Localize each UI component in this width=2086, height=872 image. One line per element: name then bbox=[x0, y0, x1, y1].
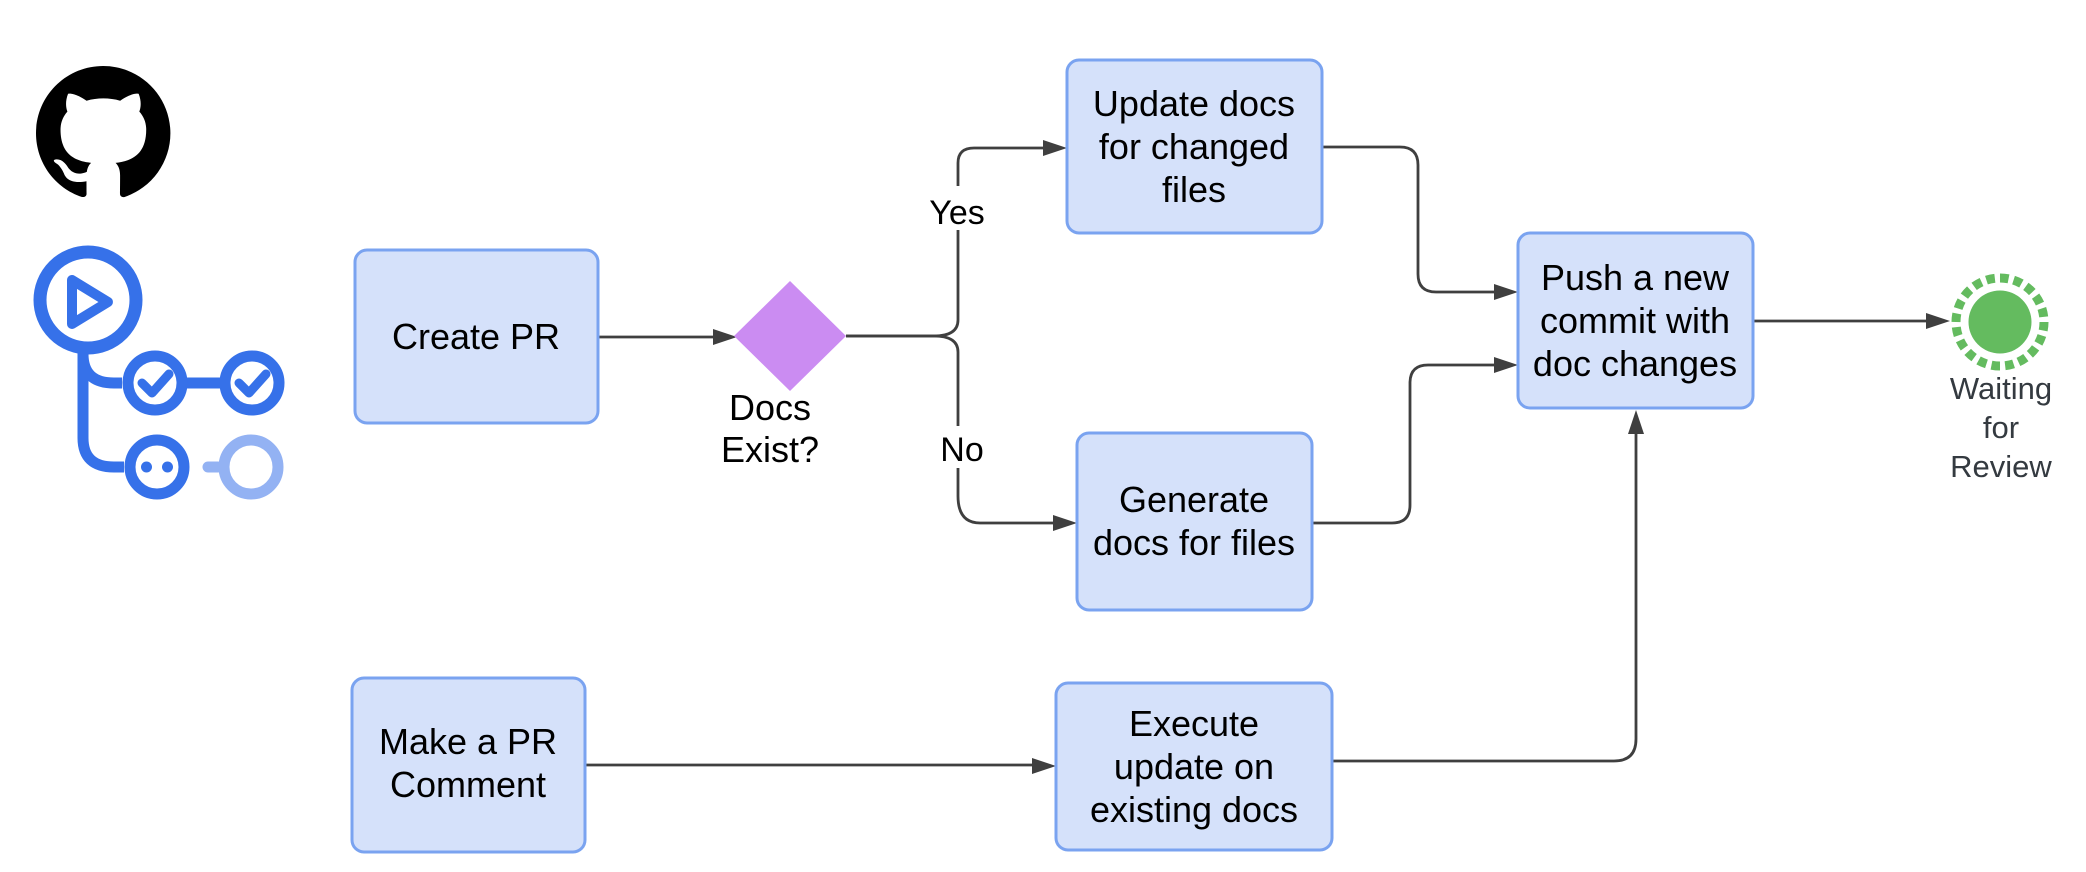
execute-update-label-line2: update on bbox=[1114, 746, 1274, 787]
node-docs-exist: Docs Exist? bbox=[721, 281, 846, 470]
actions-play-triangle-icon bbox=[67, 275, 113, 329]
edge-labels: Yes No bbox=[924, 186, 991, 469]
update-docs-label-line2: for changed bbox=[1099, 126, 1289, 167]
make-pr-comment-label-line2: Comment bbox=[390, 764, 546, 805]
waiting-state-circle-icon bbox=[1968, 290, 2032, 354]
edge-label-yes: Yes bbox=[929, 194, 984, 232]
edge-generate-docs-to-push bbox=[1312, 363, 1496, 525]
push-commit-box bbox=[1516, 231, 1755, 410]
push-commit-label-line3: doc changes bbox=[1533, 343, 1737, 384]
node-execute-update: Execute update on existing docs bbox=[1054, 681, 1334, 852]
actions-connector-top bbox=[77, 350, 122, 389]
execute-update-label-line3: existing docs bbox=[1090, 789, 1298, 830]
yes-label-mask bbox=[924, 186, 990, 230]
arrowhead-update-docs bbox=[1043, 140, 1067, 156]
docs-exist-label-line2: Exist? bbox=[721, 429, 819, 470]
update-docs-label-line1: Update docs bbox=[1093, 83, 1295, 124]
docs-exist-diamond bbox=[734, 281, 846, 391]
actions-connector-bottom bbox=[77, 350, 124, 473]
github-logo-icon bbox=[36, 66, 171, 198]
edge-label-no: No bbox=[940, 431, 983, 469]
edge-docs-exist-no-branch bbox=[846, 334, 1055, 525]
edge-docs-exist-yes-branch bbox=[846, 146, 1045, 338]
github-actions-icon bbox=[33, 245, 285, 500]
actions-dot-right bbox=[162, 461, 173, 473]
execute-update-box bbox=[1054, 681, 1334, 852]
make-pr-comment-label-line1: Make a PR bbox=[379, 721, 557, 762]
waiting-review-label-line3: Review bbox=[1950, 449, 2052, 484]
node-push-commit: Push a new commit with doc changes bbox=[1516, 231, 1755, 410]
arrowhead-waiting bbox=[1926, 313, 1950, 329]
arrowhead-generate-docs bbox=[1053, 515, 1077, 531]
arrowhead-execute-update bbox=[1032, 758, 1056, 774]
push-commit-label-line2: commit with bbox=[1540, 300, 1730, 341]
actions-pending-circle bbox=[218, 434, 284, 500]
docs-exist-label-line1: Docs bbox=[729, 387, 811, 428]
node-make-pr-comment: Make a PR Comment bbox=[350, 676, 587, 854]
node-create-pr: Create PR bbox=[353, 248, 600, 425]
edge-execute-update-to-push bbox=[1332, 432, 1638, 763]
waiting-review-label-line2: for bbox=[1983, 410, 2019, 445]
edge-update-docs-to-push bbox=[1323, 145, 1496, 294]
push-commit-label-line1: Push a new bbox=[1541, 257, 1730, 298]
make-pr-comment-box bbox=[350, 676, 587, 854]
arrowhead-docs-exist bbox=[713, 329, 737, 345]
execute-update-label-line1: Execute bbox=[1129, 703, 1259, 744]
generate-docs-label-line1: Generate bbox=[1119, 479, 1269, 520]
update-docs-box bbox=[1065, 58, 1324, 235]
node-generate-docs: Generate docs for files bbox=[1075, 431, 1314, 612]
no-label-mask bbox=[933, 426, 991, 468]
node-update-docs: Update docs for changed files bbox=[1065, 58, 1324, 235]
edges bbox=[585, 140, 1950, 774]
actions-dots-circle bbox=[124, 434, 190, 500]
arrowhead-push-bottom bbox=[1628, 410, 1644, 434]
actions-check-icon-2 bbox=[234, 369, 271, 398]
create-pr-box bbox=[353, 248, 600, 425]
actions-check-icon-1 bbox=[137, 369, 174, 398]
arrowhead-push-bottom-left bbox=[1494, 357, 1518, 373]
update-docs-label-line3: files bbox=[1162, 169, 1226, 210]
create-pr-label: Create PR bbox=[392, 316, 560, 357]
waiting-review-label-line1: Waiting bbox=[1950, 371, 2052, 406]
waiting-state-dashed-ring-icon bbox=[1951, 273, 2049, 371]
actions-dot-left bbox=[141, 461, 152, 473]
arrowhead-push-top bbox=[1494, 284, 1518, 300]
generate-docs-box bbox=[1075, 431, 1314, 612]
node-waiting-review: Waiting for Review bbox=[1950, 273, 2052, 484]
generate-docs-label-line2: docs for files bbox=[1093, 522, 1295, 563]
